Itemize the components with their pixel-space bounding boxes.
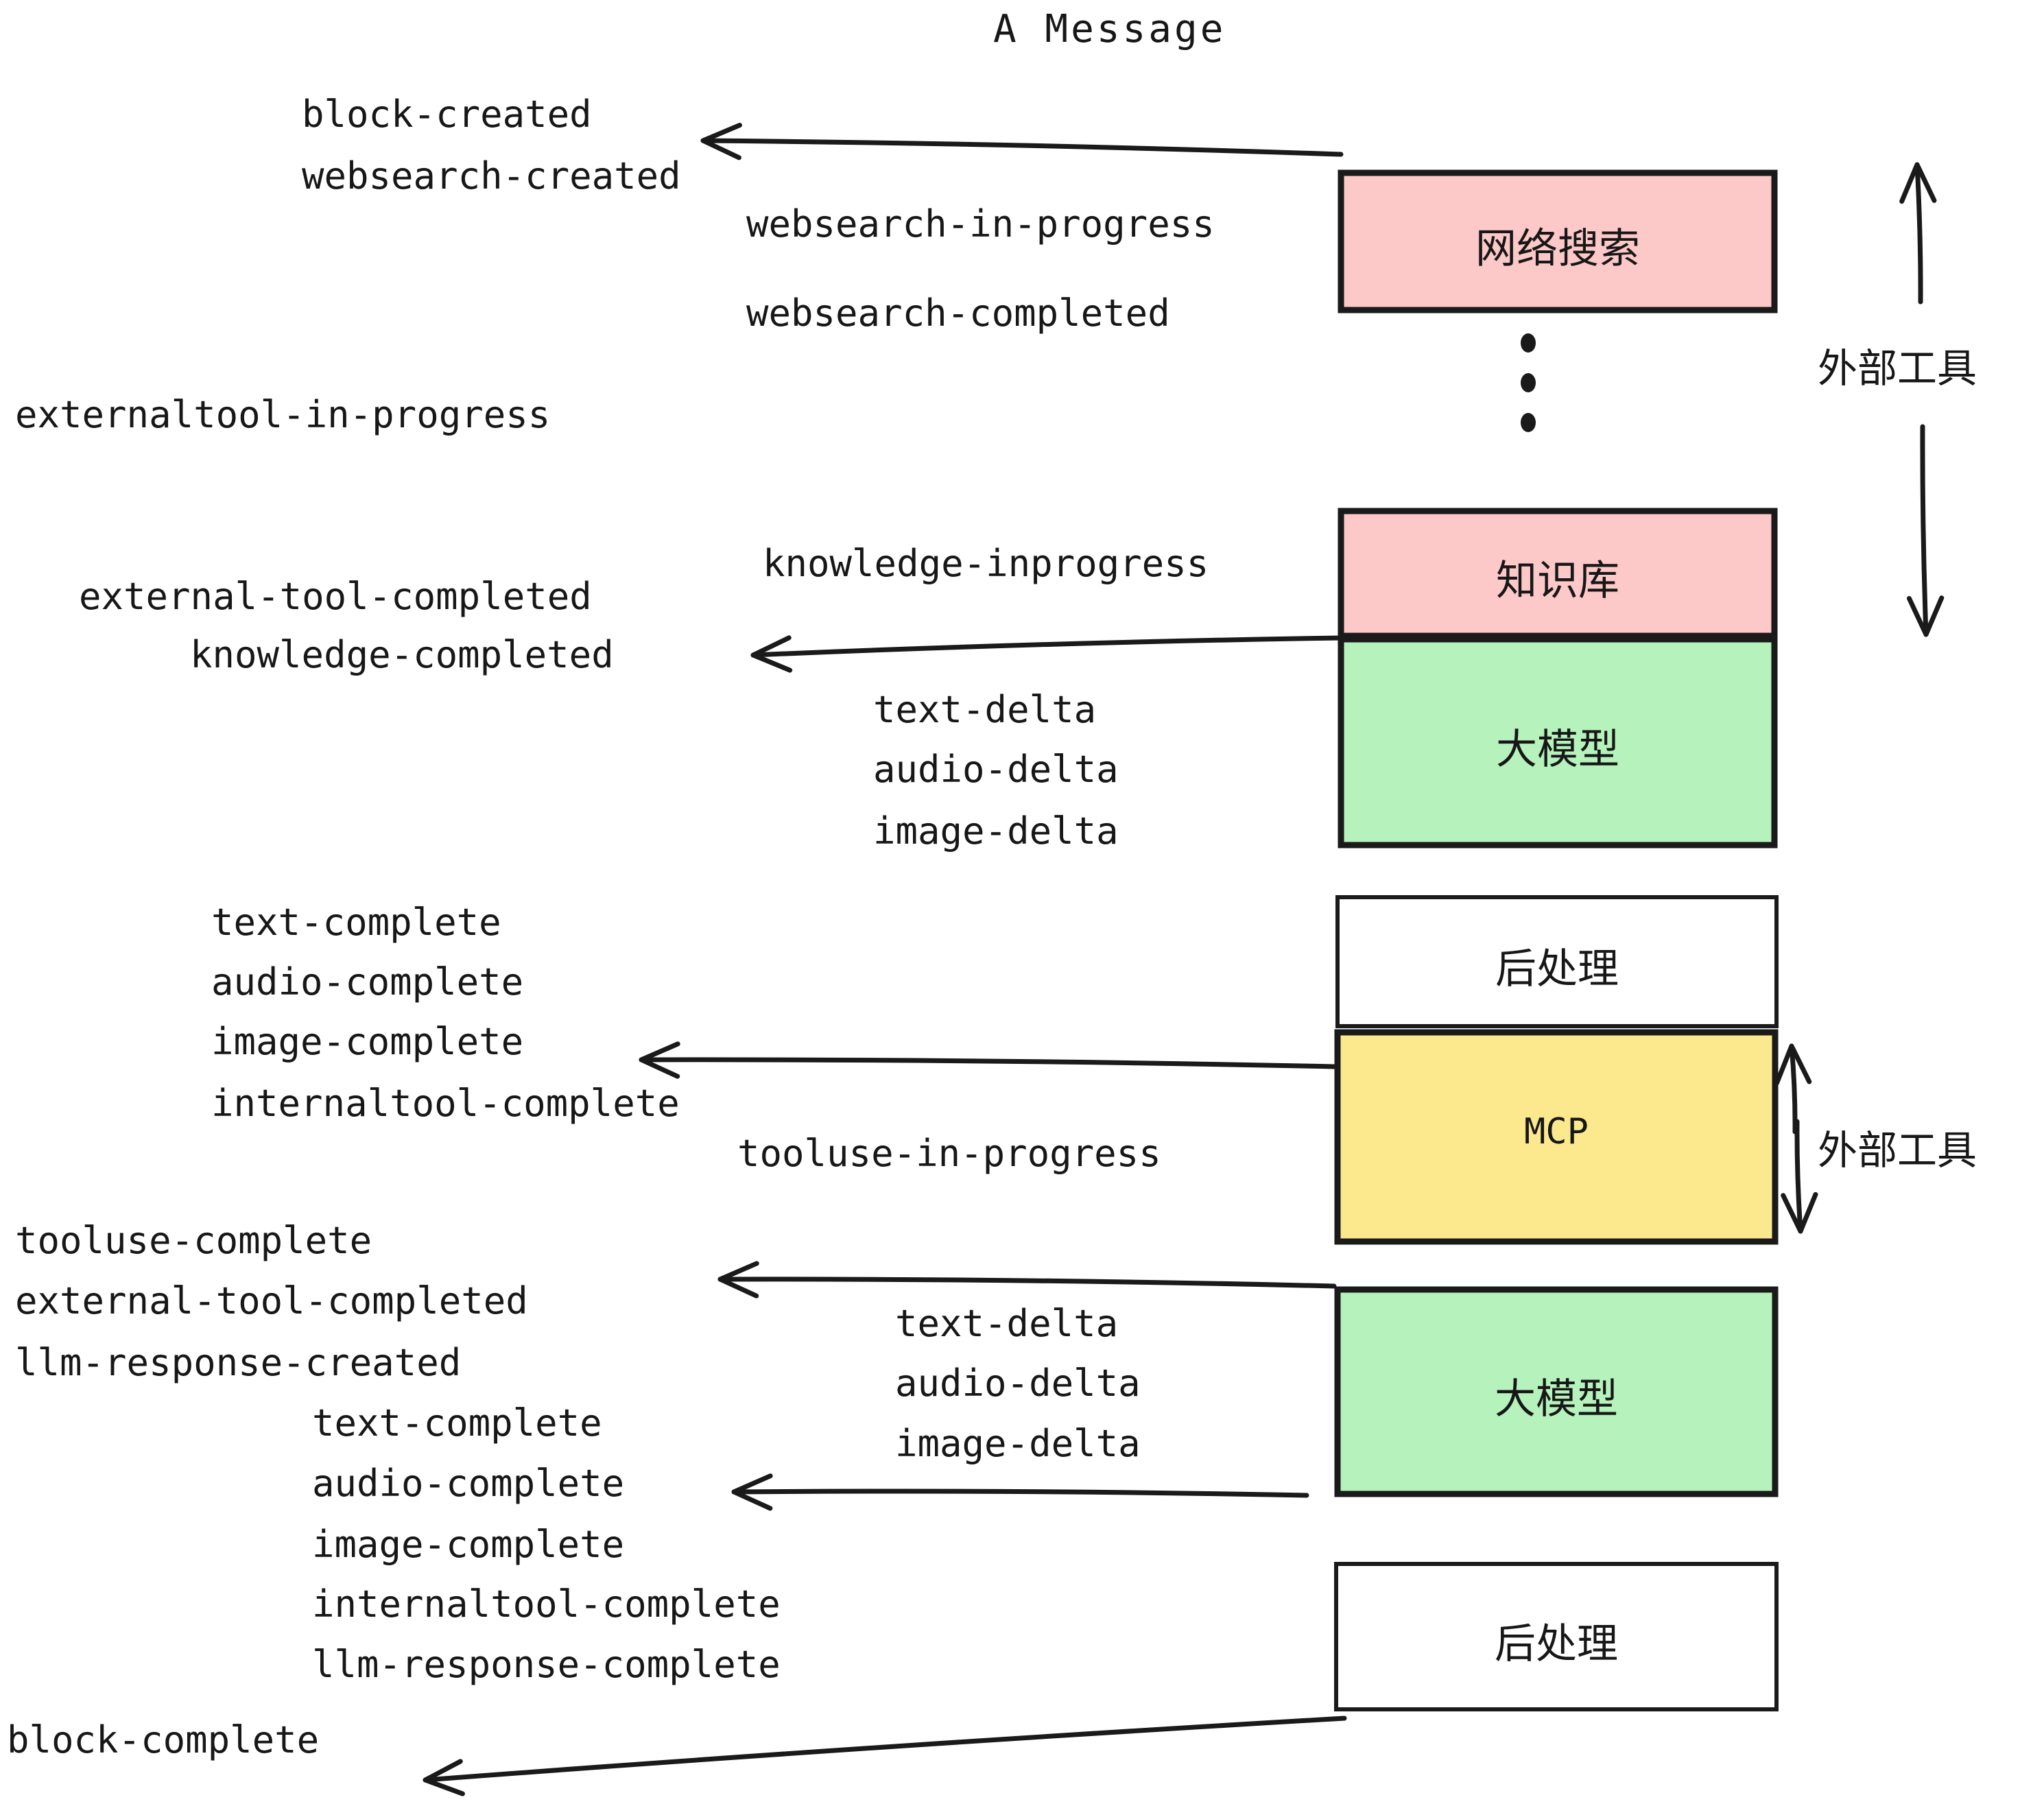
event-label-audio-delta-1: audio-delta [873, 748, 1119, 791]
event-label-audio-complete-2: audio-complete [312, 1462, 625, 1505]
event-label-externaltool-in-progress: externaltool-in-progress [15, 393, 551, 436]
boxes-layer [1334, 169, 1779, 1711]
arrow-external-tools-up [1899, 162, 1937, 305]
node-label-llm-1: 大模型 [1496, 726, 1619, 774]
node-label-knowledge: 知识库 [1496, 557, 1619, 605]
event-label-image-delta-2: image-delta [895, 1422, 1141, 1465]
arrow-postproc1-to-image [639, 1041, 1337, 1079]
event-label-audio-delta-2: audio-delta [895, 1362, 1141, 1405]
arrow-llm2-to-audio [731, 1473, 1309, 1511]
event-label-llm-response-complete: llm-response-complete [312, 1643, 781, 1686]
node-box-mcp[interactable] [1334, 1029, 1779, 1245]
event-label-text-delta-2: text-delta [895, 1302, 1119, 1345]
diagram-title: A Message [993, 7, 1226, 51]
node-label-postproc-2: 后处理 [1495, 1620, 1618, 1668]
node-box-knowledge[interactable] [1338, 508, 1778, 639]
arrow-external-tools-down [1906, 424, 1945, 637]
arrow-knowledge-to-completed [750, 635, 1344, 673]
event-label-websearch-in-progress: websearch-in-progress [746, 202, 1215, 246]
node-label-postproc-1: 后处理 [1495, 945, 1619, 993]
arrow-websearch-to-block [700, 122, 1344, 161]
event-label-llm-response-created: llm-response-created [15, 1341, 462, 1384]
node-box-postproc-2[interactable] [1334, 1562, 1779, 1711]
event-label-image-complete-2: image-complete [312, 1523, 625, 1566]
node-box-llm-2[interactable] [1334, 1286, 1779, 1497]
event-label-knowledge-completed: knowledge-completed [190, 633, 614, 676]
node-label-llm-2: 大模型 [1495, 1375, 1618, 1423]
event-label-websearch-created: websearch-created [302, 154, 681, 198]
ellipsis-dot [1521, 413, 1536, 432]
ellipsis-dot [1521, 373, 1536, 392]
event-label-image-complete-1: image-complete [211, 1020, 524, 1063]
event-label-websearch-completed: websearch-completed [746, 292, 1170, 335]
event-label-internaltool-complete-1: internaltool-complete [211, 1082, 680, 1125]
node-box-websearch[interactable] [1338, 169, 1778, 313]
node-box-llm-1[interactable] [1338, 636, 1778, 848]
event-label-internaltool-complete-2: internaltool-complete [312, 1582, 781, 1626]
event-label-external-tool-completed-1: external-tool-completed [79, 575, 592, 618]
event-label-text-complete-1: text-complete [211, 901, 501, 944]
arrow-mcp-tools-down [1781, 1119, 1818, 1234]
node-box-postproc-1[interactable] [1335, 895, 1779, 1028]
event-label-knowledge-inprogress: knowledge-inprogress [763, 542, 1209, 585]
event-label-text-complete-2: text-complete [312, 1401, 602, 1445]
arrow-postproc2-to-block [423, 1716, 1347, 1796]
ellipsis-dot [1521, 333, 1536, 353]
event-label-external-tool-completed-2: external-tool-completed [15, 1279, 528, 1322]
node-label-mcp: MCP [1524, 1111, 1589, 1152]
arrows-layer [423, 122, 1945, 1796]
event-label-tooluse-in-progress: tooluse-in-progress [737, 1132, 1161, 1175]
side-label-external-tools-bottom: 外部工具 [1818, 1127, 1977, 1174]
event-label-image-delta-1: image-delta [873, 809, 1119, 853]
event-label-audio-complete-1: audio-complete [211, 960, 524, 1004]
arrow-mcp-tools-up [1774, 1043, 1812, 1135]
event-label-text-delta-1: text-delta [873, 688, 1097, 731]
event-label-block-complete: block-complete [7, 1718, 320, 1761]
side-label-external-tools-top: 外部工具 [1818, 345, 1977, 392]
ellipsis-dots [1521, 333, 1536, 432]
arrow-mcp-to-tooluse [717, 1261, 1337, 1298]
node-label-websearch: 网络搜索 [1475, 225, 1640, 273]
event-label-block-created: block-created [302, 93, 592, 136]
event-label-tooluse-complete: tooluse-complete [15, 1219, 372, 1262]
